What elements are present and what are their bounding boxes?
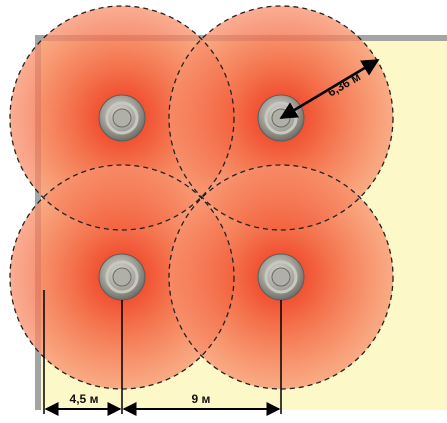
coverage-border-top-left [9, 5, 235, 231]
smoke-detector-icon [98, 94, 146, 142]
radius-dimension-arrow [279, 58, 380, 120]
wall-offset-label: 4,5 м [70, 392, 99, 406]
smoke-detector-icon [98, 253, 146, 301]
smoke-detector-icon [257, 253, 305, 301]
spacing-label: 9 м [192, 392, 211, 406]
coverage-border-top-right [168, 5, 394, 231]
